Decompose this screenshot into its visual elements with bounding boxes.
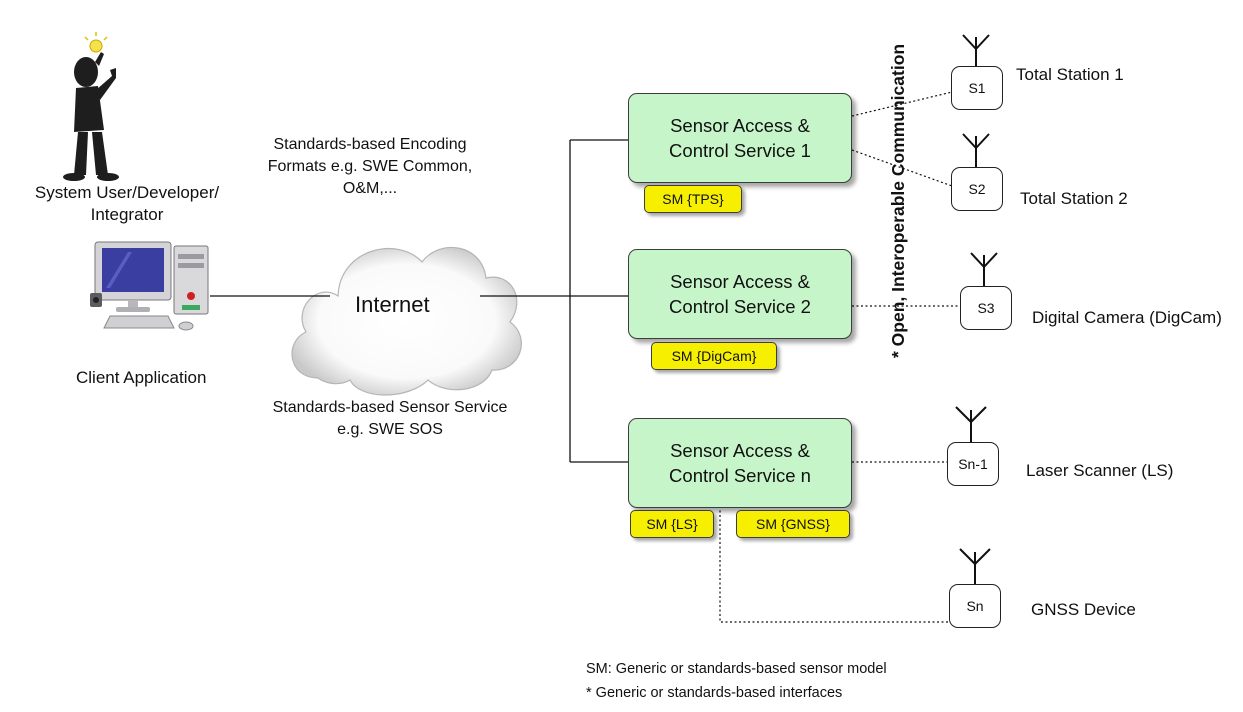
sensor-service-1-line1: Sensor Access & [670,115,810,136]
sensor-service-n-line1: Sensor Access & [670,440,810,461]
sensor-service-2-line2: Control Service 2 [669,296,811,317]
sensor-model-gnss: SM {GNSS} [736,510,850,538]
antenna-icon-sn-1 [955,406,987,443]
antenna-icon-sn [959,548,991,585]
sensor-service-n: Sensor Access & Control Service n [628,418,852,508]
sensor-service-note: Standards-based Sensor Service e.g. SWE … [240,397,540,441]
antenna-icon-s3 [970,252,998,287]
sensor-model-ls: SM {LS} [630,510,714,538]
sensor-label-s3: Digital Camera (DigCam) [1032,308,1222,327]
sensor-node-s2: S2 [951,167,1003,211]
antenna-icons [955,34,998,585]
sensor-label-s1: Total Station 1 [1016,65,1124,84]
sensor-label-sn-1: Laser Scanner (LS) [1026,461,1174,480]
sensor-service-1-line2: Control Service 1 [669,140,811,161]
sensor-service-2-line1: Sensor Access & [670,271,810,292]
sensor-node-s1: S1 [951,66,1003,110]
sensor-model-digcam: SM {DigCam} [651,342,777,370]
computer-icon [90,241,209,331]
encoding-note-line2: Formats e.g. SWE Common, [267,158,473,175]
user-figure-icon [63,32,119,181]
sensor-service-1: Sensor Access & Control Service 1 [628,93,852,183]
legend-line-1: SM: Generic or standards-based sensor mo… [586,661,887,677]
antenna-icon-s1 [962,34,990,67]
sensor-node-sn: Sn [949,584,1001,628]
sensor-label-s2: Total Station 2 [1020,189,1128,208]
sensor-service-2: Sensor Access & Control Service 2 [628,249,852,339]
sensor-node-s3: S3 [960,286,1012,330]
sensor-model-tps: SM {TPS} [644,185,742,213]
legend-line-2: * Generic or standards-based interfaces [586,685,843,701]
internet-cloud-icon [291,247,522,396]
encoding-note-line1: Standards-based Encoding [273,136,467,153]
user-label-line2: Integrator [90,205,164,224]
user-label-line1: System User/Developer/ [34,183,220,202]
sensor-links [719,91,961,623]
sensor-service-note-line1: Standards-based Sensor Service [272,399,508,416]
sensor-node-sn-1: Sn-1 [947,442,999,486]
communication-label: * Open, Interoperable Communication [888,43,908,358]
client-application-label: Client Application [76,368,207,387]
sensor-label-sn: GNSS Device [1031,600,1136,619]
internet-label: Internet [355,292,430,317]
encoding-note-line3: O&M,... [342,180,398,197]
encoding-note: Standards-based Encoding Formats e.g. SW… [250,134,490,200]
sensor-service-note-line2: e.g. SWE SOS [337,421,443,438]
network-lines [210,139,628,463]
user-label: System User/Developer/ Integrator [8,182,246,226]
antenna-icon-s2 [962,133,990,168]
sensor-service-n-line2: Control Service n [669,465,811,486]
